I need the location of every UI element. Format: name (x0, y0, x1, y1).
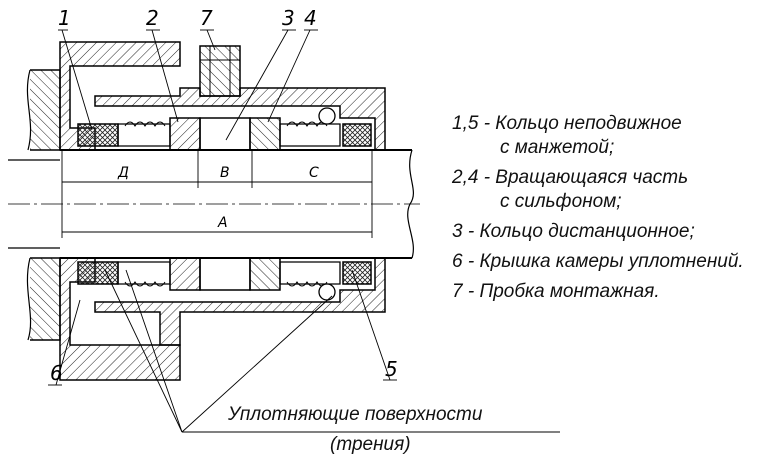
dimension-a-label: А (217, 215, 228, 231)
legend-item: 2,4 - Вращающаяся часть с сильфоном; (452, 166, 780, 214)
callout-leaders (48, 29, 560, 433)
legend-line: 3 - Кольцо дистанционное; (452, 221, 695, 242)
callout-5: 5 (385, 357, 398, 381)
dimension-d-label: Д (117, 165, 129, 181)
stationary-ring-5 (342, 123, 372, 285)
callout-6: 6 (50, 361, 63, 385)
legend: 1,5 - Кольцо неподвижное с манжетой; 2,4… (452, 112, 780, 310)
legend-line-continued: с сильфоном; (500, 191, 622, 212)
dimension-c-label: С (309, 165, 319, 181)
callout-7: 7 (200, 6, 213, 30)
callout-2: 2 (146, 6, 159, 30)
rotating-bellows-4 (279, 107, 341, 301)
legend-item: 6 - Крышка камеры уплотнений. (452, 250, 780, 274)
legend-item: 7 - Пробка монтажная. (452, 280, 780, 304)
chamber-cover (26, 41, 181, 381)
legend-line-continued: с манжетой; (500, 137, 615, 158)
callout-4: 4 (304, 6, 317, 30)
dimension-lines (61, 150, 373, 238)
legend-line: 6 - Крышка камеры уплотнений. (452, 251, 744, 272)
legend-item: 1,5 - Кольцо неподвижное с манжетой; (452, 112, 780, 160)
callout-1: 1 (58, 6, 71, 30)
caption-friction: (трения) (330, 434, 411, 455)
mounting-plug (199, 45, 241, 97)
legend-line: 2,4 - Вращающаяся часть (452, 167, 689, 188)
caption-sealing-surfaces: Уплотняющие поверхности (228, 404, 483, 425)
stationary-ring-1 (77, 123, 119, 285)
dimension-b-label: В (220, 165, 230, 181)
callout-3: 3 (282, 6, 295, 30)
legend-line: 1,5 - Кольцо неподвижное (452, 113, 682, 134)
legend-line: 7 - Пробка монтажная. (452, 281, 660, 302)
legend-item: 3 - Кольцо дистанционное; (452, 220, 780, 244)
